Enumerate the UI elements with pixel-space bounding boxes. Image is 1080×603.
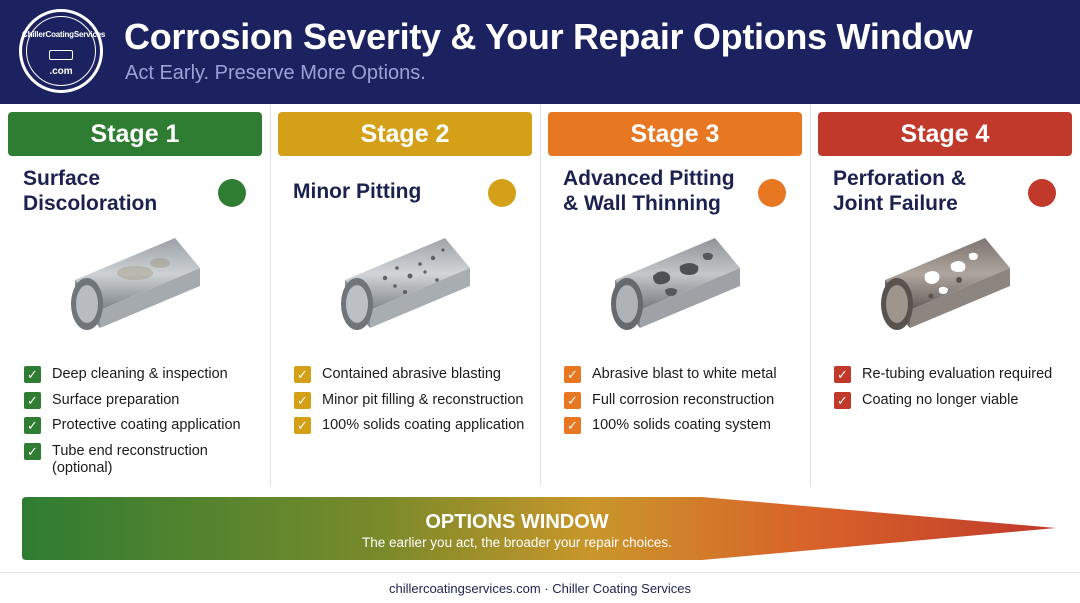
company-logo: ChillerCoatingServices .com [19,9,106,93]
stage-3-options: ✓Abrasive blast to white metal ✓Full cor… [564,366,804,443]
options-window-title: OPTIONS WINDOW [425,511,609,533]
list-item: ✓Surface preparation [24,391,264,409]
stage-4-name: Perforation & Joint Failure [833,166,1023,216]
list-item: ✓Deep cleaning & inspection [24,366,264,383]
list-item: ✓Protective coating application [24,417,264,434]
checkbox-icon: ✓ [24,366,41,383]
stage-2-label: Stage 2 [278,112,532,156]
list-item: ✓100% solids coating system [564,417,804,434]
list-item: ✓Minor pit filling & reconstruction [294,391,534,409]
column-divider [270,104,271,486]
stage-3-status-dot [758,179,786,207]
options-window-arrow [22,497,1056,560]
checkbox-icon: ✓ [294,366,311,383]
stage-4-name-line2: Joint Failure [833,192,958,215]
stage-3-name-line2: & Wall Thinning [563,192,721,215]
stage-2-name: Minor Pitting [293,179,483,204]
tube-perforation-image [865,228,1025,348]
list-item: ✓100% solids coating application [294,417,534,434]
stage-1-name-line1: Surface [23,167,101,190]
stage-3-label: Stage 3 [548,112,802,156]
list-item: ✓Abrasive blast to white metal [564,366,804,383]
list-item: ✓Contained abrasive blasting [294,366,534,383]
stage-4-label: Stage 4 [818,112,1072,156]
stage-4-name-line1: Perforation & [833,167,967,190]
stage-1-column: Stage 1 Surface Discoloration ✓Deep clea… [0,104,270,486]
list-item: ✓Re-tubing evaluation required [834,366,1074,383]
footer-text: chillercoatingservices.com · Chiller Coa… [389,581,691,596]
header-banner: ChillerCoatingServices .com Corrosion Se… [0,0,1080,104]
stage-1-name: Surface Discoloration [23,166,213,216]
stage-3-name-line1: Advanced Pitting [563,167,735,190]
tube-minor-pitting-image [325,228,485,348]
stage-1-status-dot [218,179,246,207]
column-divider [810,104,811,486]
checkbox-icon: ✓ [24,442,41,460]
tube-surface-discoloration-image [55,228,215,348]
checkbox-icon: ✓ [24,391,41,409]
stage-2-status-dot [488,179,516,207]
stage-3-column: Stage 3 Advanced Pitting & Wall Thinning… [540,104,810,486]
stage-3-name: Advanced Pitting & Wall Thinning [563,166,753,216]
stage-2-column: Stage 2 Minor Pitting ✓Contained abrasiv… [270,104,540,486]
checkbox-icon: ✓ [24,417,41,434]
stage-1-name-line2: Discoloration [23,192,158,215]
column-divider [540,104,541,486]
checkbox-icon: ✓ [294,391,311,409]
list-item: ✓Full corrosion reconstruction [564,391,804,409]
chiller-icon [49,50,73,60]
stage-4-status-dot [1028,179,1056,207]
logo-text: ChillerCoatingServices [22,30,106,39]
stage-4-options: ✓Re-tubing evaluation required ✓Coating … [834,366,1074,417]
stage-2-options: ✓Contained abrasive blasting ✓Minor pit … [294,366,534,443]
stage-1-label: Stage 1 [8,112,262,156]
checkbox-icon: ✓ [834,391,851,409]
checkbox-icon: ✓ [564,417,581,434]
options-window-subtitle: The earlier you act, the broader your re… [362,535,672,550]
stage-2-name-line1: Minor Pitting [293,180,422,203]
checkbox-icon: ✓ [564,391,581,409]
footer-divider [0,572,1080,573]
logo-domain: .com [49,66,73,77]
checkbox-icon: ✓ [834,366,851,383]
page-subtitle: Act Early. Preserve More Options. [125,62,426,84]
tube-advanced-pitting-image [595,228,755,348]
checkbox-icon: ✓ [294,417,311,434]
checkbox-icon: ✓ [564,366,581,383]
list-item: ✓Tube end reconstruction (optional) [24,442,214,477]
stage-4-column: Stage 4 Perforation & Joint Failure ✓Re- [810,104,1080,486]
stage-1-options: ✓Deep cleaning & inspection ✓Surface pre… [24,366,264,485]
list-item: ✓Coating no longer viable [834,391,1074,409]
page-title: Corrosion Severity & Your Repair Options… [124,16,973,57]
